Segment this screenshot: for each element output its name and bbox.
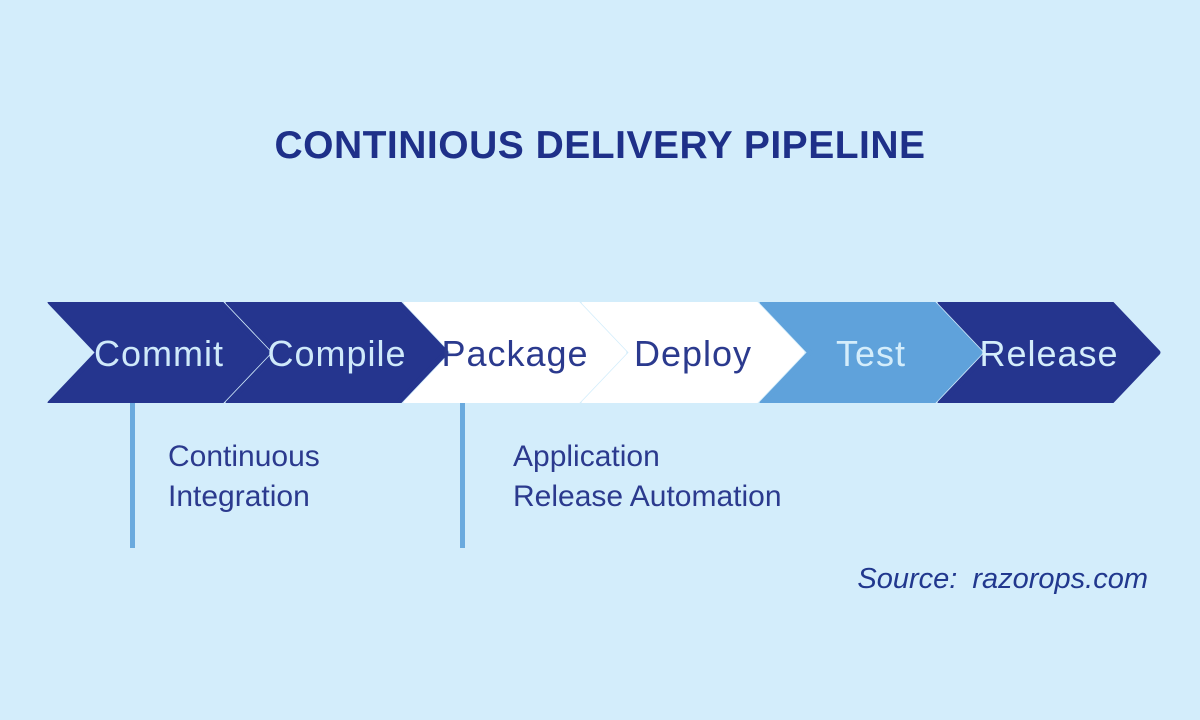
stage-deploy-label: Deploy <box>634 333 752 374</box>
annotation-line-1: Application <box>513 440 660 473</box>
stage-compile-label: Compile <box>267 333 406 374</box>
stage-package-chevron <box>403 302 627 403</box>
annotation-application-release-automation: Application Release Automation <box>513 437 782 517</box>
source-label: Source: <box>857 563 958 595</box>
stage-test-chevron <box>759 302 983 403</box>
stage-compile-chevron <box>225 302 449 403</box>
stage-release-label: Release <box>979 333 1118 374</box>
annotation-continuous-integration: Continuous Integration <box>168 437 320 517</box>
stage-commit-chevron <box>47 302 271 403</box>
annotation-line-1: Continuous <box>168 440 320 473</box>
stage-deploy-chevron <box>581 302 805 403</box>
connector-line-application-release-automation <box>460 403 465 548</box>
annotation-line-2: Release Automation <box>513 480 782 513</box>
stage-test-label: Test <box>836 333 906 374</box>
connector-line-continuous-integration <box>130 403 135 548</box>
stage-commit-label: Commit <box>94 333 224 374</box>
annotation-line-2: Integration <box>168 480 310 513</box>
source-credit: Source: razorops.com <box>857 563 1148 596</box>
stage-release-chevron <box>937 302 1161 403</box>
page-title: CONTINIOUS DELIVERY PIPELINE <box>274 124 926 167</box>
pipeline-chevron-diagram: Commit Compile Package Deploy Test Release <box>47 302 1161 403</box>
source-value: razorops.com <box>972 563 1148 595</box>
stage-package-label: Package <box>441 333 588 374</box>
